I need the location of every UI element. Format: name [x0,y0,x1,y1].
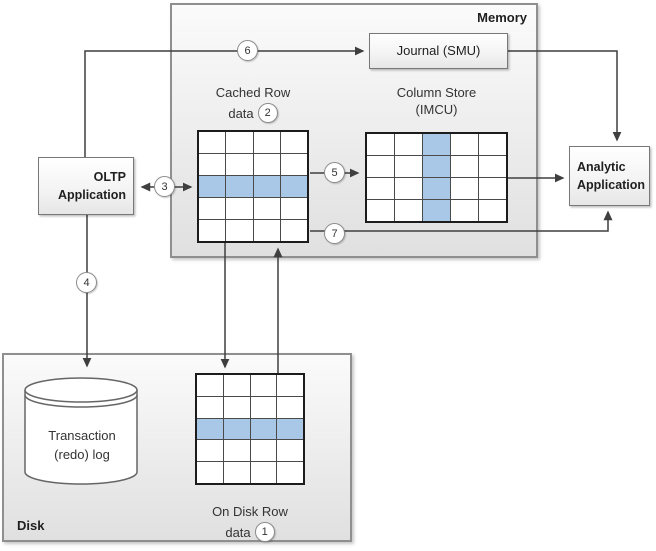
grid-cell [367,200,394,221]
transaction-log-line2: (redo) log [54,447,110,462]
grid-cell [423,134,450,155]
on-disk-row-title-line2: data [225,524,251,540]
grid-cell [367,134,394,155]
grid-cell [197,440,223,462]
grid-cell [280,132,307,153]
step-4-marker: 4 [76,272,97,293]
analytic-application-node: Analytic Application [569,146,650,206]
cached-row-grid [197,130,309,243]
step-3-marker: 3 [154,176,175,197]
grid-cell [367,178,394,199]
step-2-badge: 2 [257,103,278,123]
column-store-title-line2: (IMCU) [415,102,458,117]
memory-region-label: Memory [477,10,527,25]
grid-cell [277,462,303,483]
cylinder-top [24,377,138,403]
analytic-label-line2: Application [577,178,646,192]
on-disk-row-title-line1: On Disk Row [212,504,288,519]
grid-cell [250,396,277,418]
grid-cell [479,178,506,199]
grid-cell [197,396,223,418]
grid-cell [423,200,450,221]
grid-cell [226,198,253,219]
grid-cell [250,440,277,462]
oltp-label-line2: Application [57,188,126,202]
grid-cell [197,462,223,483]
grid-cell [280,220,307,241]
grid-cell [226,220,253,241]
grid-cell [280,198,307,219]
grid-cell [197,418,223,440]
grid-cell [199,220,226,241]
cached-row-title: Cached Row data 2 [185,84,321,123]
grid-cell [250,418,277,440]
cached-row-title-line1: Cached Row [215,85,291,100]
grid-cell [395,200,422,221]
step-7-marker: 7 [324,223,345,244]
grid-cell [223,418,250,440]
on-disk-row-grid [195,373,305,485]
grid-cell [226,154,253,175]
grid-cell [253,154,280,175]
grid-cell [199,132,226,153]
journal-label: Journal (SMU) [396,43,481,58]
grid-cell [223,440,250,462]
grid-cell [253,220,280,241]
analytic-label-line1: Analytic [577,160,626,174]
grid-cell [479,134,506,155]
grid-cell [479,200,506,221]
grid-cell [280,176,307,197]
column-store-title: Column Store (IMCU) [363,84,510,118]
grid-cell [250,462,277,483]
grid-cell [479,156,506,177]
column-store-grid [365,132,508,223]
cylinder-body [24,390,138,485]
grid-cell [451,178,478,199]
grid-cell [277,396,303,418]
transaction-log-cylinder [24,377,138,485]
grid-cell [197,375,223,396]
grid-cell [277,375,303,396]
grid-cell [253,176,280,197]
grid-cell [223,462,250,483]
grid-cell [253,198,280,219]
grid-cell [367,156,394,177]
grid-cell [395,156,422,177]
grid-cell [226,176,253,197]
step-6-marker: 6 [237,40,258,61]
grid-cell [277,440,303,462]
journal-smu-node: Journal (SMU) [369,33,508,69]
on-disk-row-title: On Disk Row data 1 [182,503,318,542]
transaction-log-label: Transaction (redo) log [23,426,141,464]
grid-cell [395,134,422,155]
cylinder-rim [24,394,138,408]
transaction-log-line1: Transaction [48,428,116,443]
grid-cell [253,132,280,153]
grid-cell [199,154,226,175]
grid-cell [280,154,307,175]
grid-cell [223,375,250,396]
step-1-badge: 1 [254,522,275,542]
grid-cell [223,396,250,418]
grid-cell [451,156,478,177]
grid-cell [199,176,226,197]
oltp-label-line1: OLTP [93,170,126,184]
grid-cell [395,178,422,199]
step-5-marker: 5 [324,162,345,183]
grid-cell [423,156,450,177]
grid-cell [423,178,450,199]
grid-cell [226,132,253,153]
grid-cell [250,375,277,396]
grid-cell [451,134,478,155]
oltp-application-node: OLTP Application [38,157,134,215]
grid-cell [199,198,226,219]
column-store-title-line1: Column Store [396,85,477,100]
disk-region-label: Disk [17,518,45,533]
grid-cell [277,418,303,440]
cached-row-title-line2: data [228,105,254,121]
grid-cell [451,200,478,221]
